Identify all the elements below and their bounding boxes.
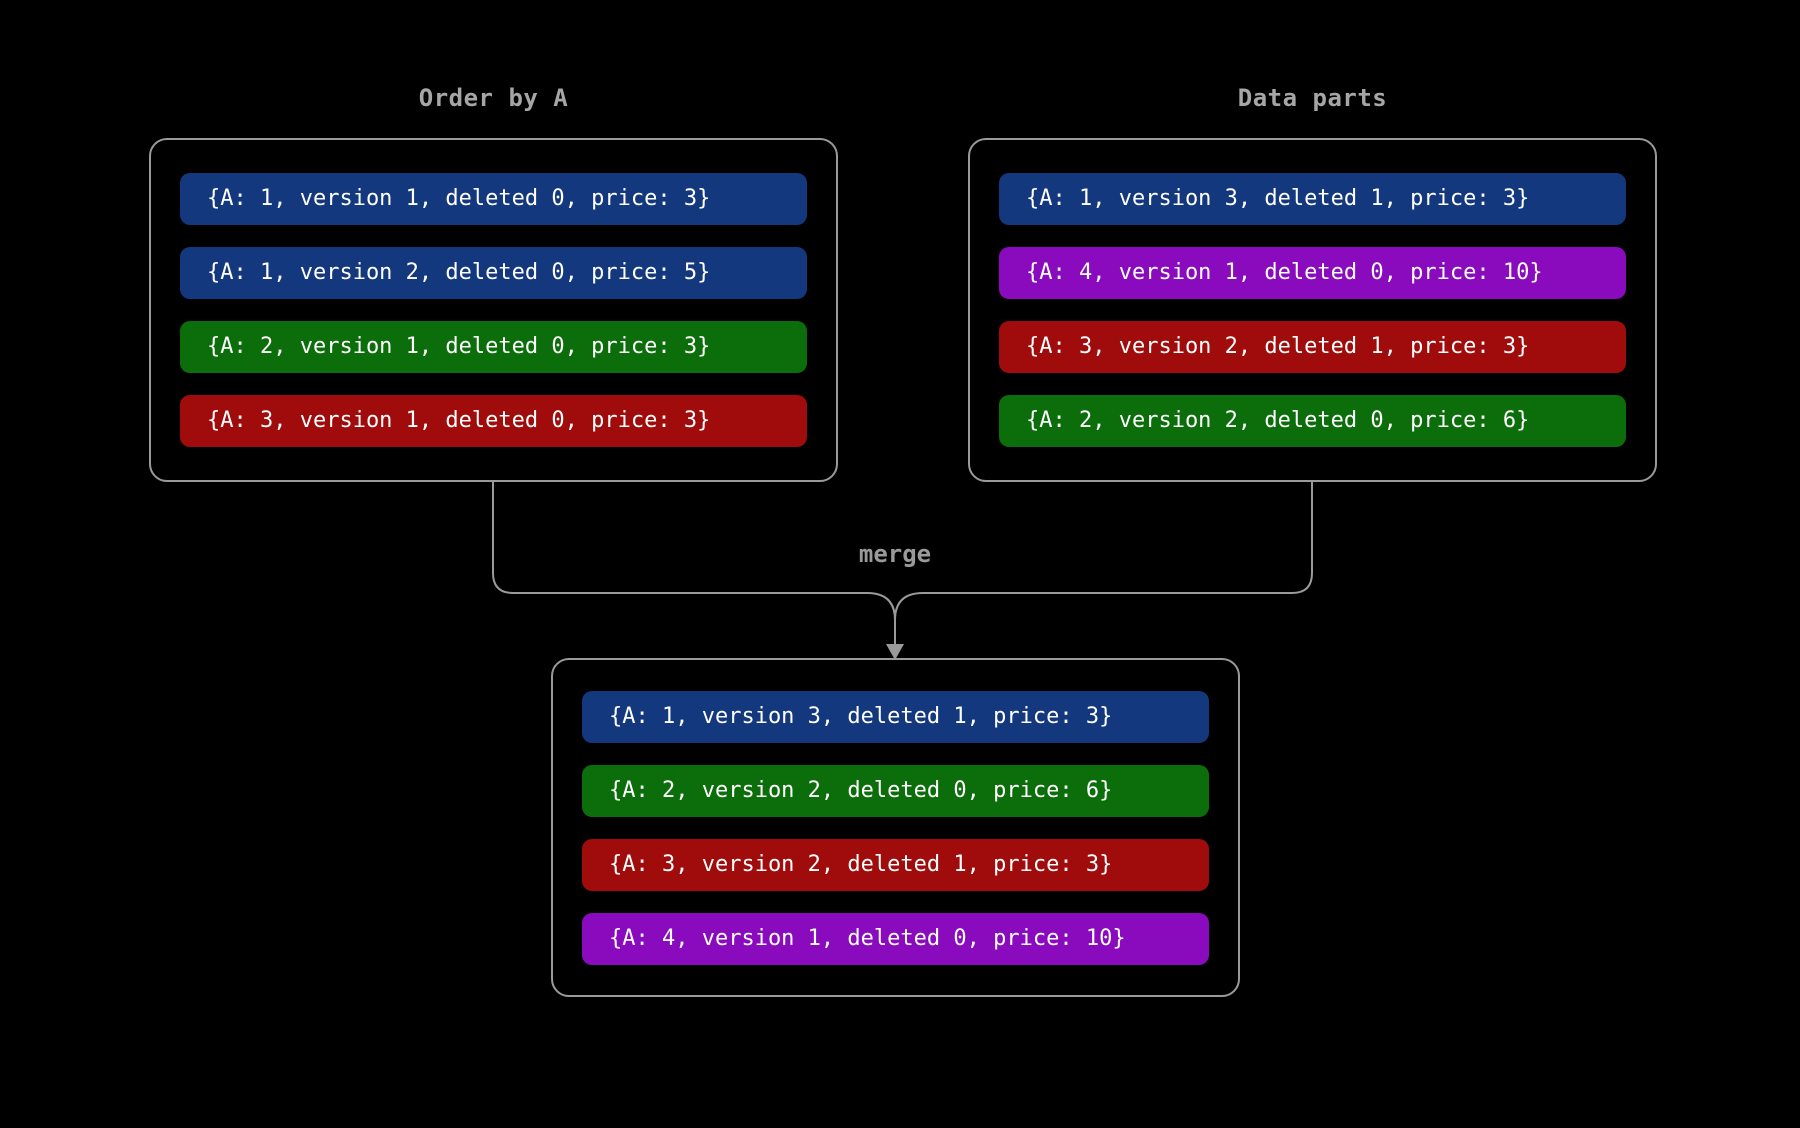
data-row: {A: 4, version 1, deleted 0, price: 10} bbox=[999, 247, 1626, 299]
merge-label: merge bbox=[858, 540, 932, 568]
data-row: {A: 2, version 2, deleted 0, price: 6} bbox=[582, 764, 1209, 817]
data-row: {A: 1, version 2, deleted 0, price: 5} bbox=[180, 247, 807, 299]
data-row: {A: 3, version 2, deleted 1, price: 3} bbox=[999, 321, 1626, 373]
data-row: {A: 1, version 1, deleted 0, price: 3} bbox=[180, 173, 807, 225]
panel-data-parts: {A: 1, version 3, deleted 1, price: 3} {… bbox=[968, 138, 1657, 482]
data-row: {A: 3, version 1, deleted 0, price: 3} bbox=[180, 395, 807, 447]
panel-order-by-a: {A: 1, version 1, deleted 0, price: 3} {… bbox=[149, 138, 838, 482]
data-parts-title: Data parts bbox=[1237, 84, 1388, 112]
panel-merged: {A: 1, version 3, deleted 1, price: 3} {… bbox=[551, 658, 1240, 997]
data-row: {A: 2, version 1, deleted 0, price: 3} bbox=[180, 321, 807, 373]
data-row: {A: 1, version 3, deleted 1, price: 3} bbox=[582, 690, 1209, 743]
data-row: {A: 4, version 1, deleted 0, price: 10} bbox=[582, 912, 1209, 965]
order-by-a-title: Order by A bbox=[418, 84, 569, 112]
data-row: {A: 1, version 3, deleted 1, price: 3} bbox=[999, 173, 1626, 225]
data-row: {A: 3, version 2, deleted 1, price: 3} bbox=[582, 838, 1209, 891]
data-row: {A: 2, version 2, deleted 0, price: 6} bbox=[999, 395, 1626, 447]
